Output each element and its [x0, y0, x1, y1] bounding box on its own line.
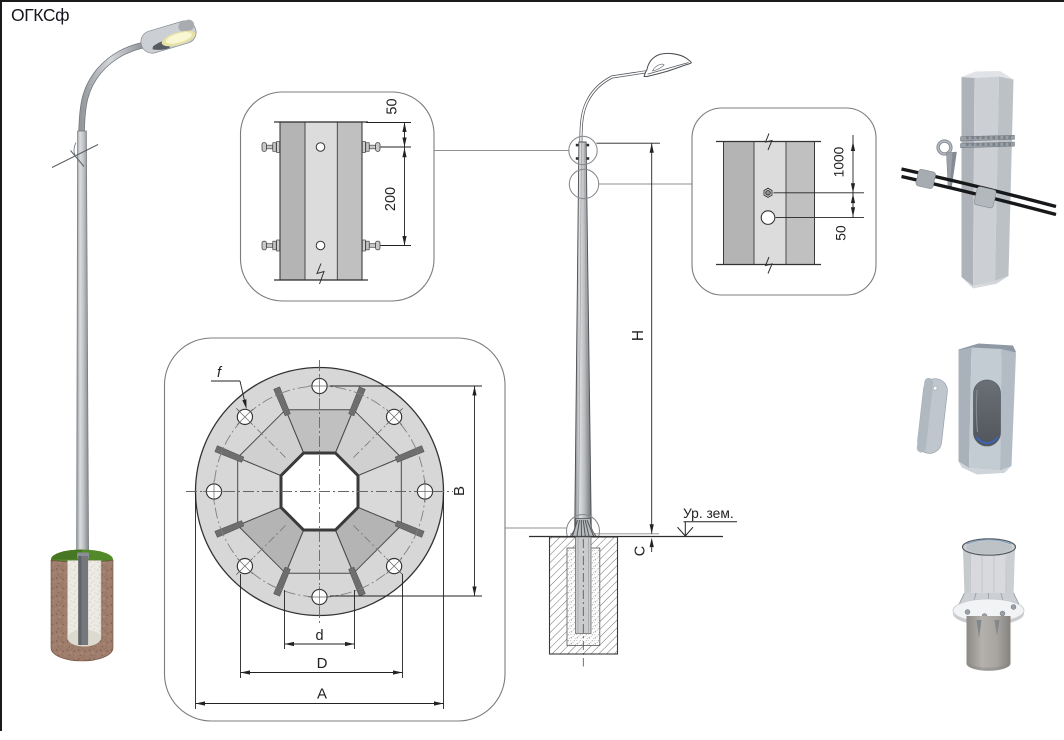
svg-text:50: 50 [385, 98, 401, 114]
svg-text:50: 50 [834, 225, 849, 241]
svg-text:d: d [315, 628, 323, 644]
svg-text:B: B [451, 486, 468, 496]
svg-text:A: A [317, 686, 327, 703]
svg-text:Ур. зем.: Ур. зем. [683, 506, 734, 521]
svg-text:H: H [630, 330, 647, 341]
svg-text:1000: 1000 [832, 146, 847, 177]
svg-text:ОГКСф: ОГКСф [11, 5, 69, 25]
svg-text:f: f [217, 365, 223, 381]
svg-text:D: D [317, 655, 328, 672]
svg-text:200: 200 [383, 187, 399, 211]
svg-text:C: C [633, 546, 649, 556]
